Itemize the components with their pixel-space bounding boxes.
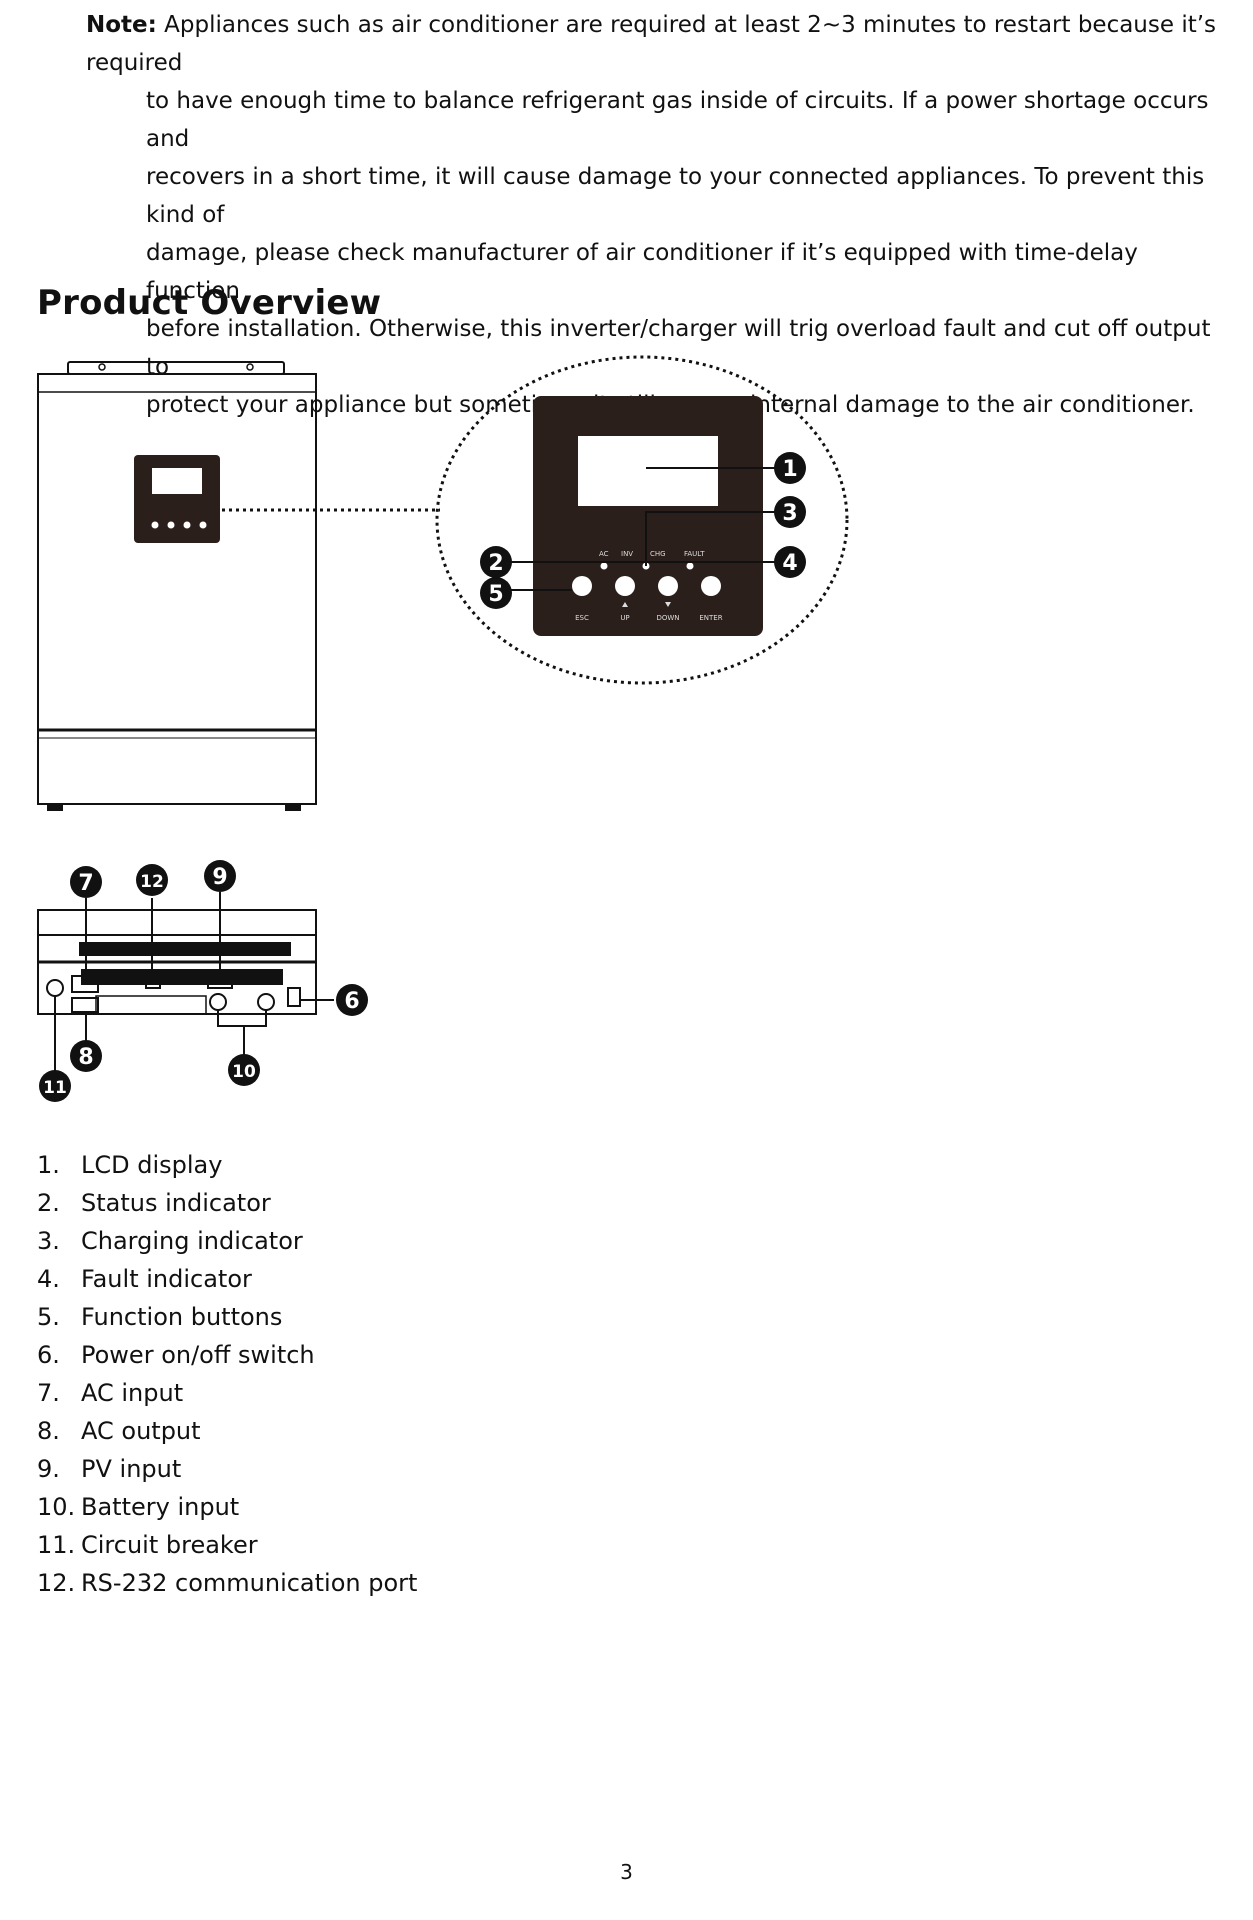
callout-1: 1 — [774, 452, 806, 484]
button-label-esc: ESC — [575, 614, 589, 622]
page-number: 3 — [620, 1860, 633, 1884]
note-line-4: damage, please check manufacturer of air… — [146, 240, 1138, 304]
enter-button — [701, 576, 721, 596]
up-triangle-icon — [622, 602, 628, 607]
callout-8: 8 — [70, 1040, 102, 1072]
button-label-up: UP — [620, 614, 629, 622]
callout-5: 5 — [480, 577, 512, 609]
fault-led — [686, 562, 694, 570]
svg-text:2: 2 — [488, 551, 503, 576]
inverter-front-view — [37, 361, 317, 811]
svg-text:5: 5 — [488, 582, 503, 607]
front-panel-small — [134, 455, 220, 543]
list-item: 7.AC input — [37, 1379, 184, 1407]
control-panel-zoom: AC INV CHG FAULT ESC UP DOWN ENTER — [533, 396, 763, 636]
svg-text:10: 10 — [232, 1062, 256, 1082]
indicator-label-ac: AC — [599, 550, 609, 558]
list-item: 6.Power on/off switch — [37, 1341, 315, 1369]
list-item: 10.Battery input — [37, 1493, 240, 1521]
callout-4: 4 — [774, 546, 806, 578]
button-label-enter: ENTER — [699, 614, 722, 622]
callout-6: 6 — [336, 984, 368, 1016]
svg-text:1: 1 — [782, 457, 797, 482]
section-heading: Product Overview — [37, 283, 382, 323]
note-line-2: to have enough time to balance refrigera… — [146, 88, 1209, 152]
list-item: 11.Circuit breaker — [37, 1531, 258, 1559]
callout-2: 2 — [480, 546, 512, 578]
callout-3: 3 — [774, 496, 806, 528]
esc-button — [572, 576, 592, 596]
callout-9: 9 — [204, 860, 236, 892]
callout-10: 10 — [228, 1054, 260, 1086]
down-triangle-icon — [665, 602, 671, 607]
button-label-down: DOWN — [656, 614, 679, 622]
indicator-label-chg: CHG — [650, 550, 666, 558]
note-label: Note: — [86, 12, 157, 38]
list-item: 5.Function buttons — [37, 1303, 283, 1331]
svg-text:9: 9 — [212, 865, 227, 890]
callout-7: 7 — [70, 866, 102, 898]
parts-list: 1.LCD display 2.Status indicator 3.Charg… — [37, 1146, 417, 1602]
list-item: 8.AC output — [37, 1417, 201, 1445]
callout-11: 11 — [39, 1070, 71, 1102]
svg-text:12: 12 — [140, 872, 164, 892]
svg-text:11: 11 — [43, 1078, 67, 1098]
note-line-1: Appliances such as air conditioner are r… — [86, 12, 1217, 76]
svg-text:6: 6 — [344, 989, 359, 1014]
svg-text:8: 8 — [78, 1045, 93, 1070]
up-button — [615, 576, 635, 596]
bottom-leader-lines — [54, 892, 334, 1072]
zoom-ellipse — [435, 355, 849, 685]
list-item: 12.RS-232 communication port — [37, 1569, 418, 1597]
list-item: 4.Fault indicator — [37, 1265, 252, 1293]
callout-12: 12 — [136, 864, 168, 896]
note-line-3: recovers in a short time, it will cause … — [146, 164, 1205, 228]
note-line-5: before installation. Otherwise, this inv… — [146, 316, 1211, 380]
list-item: 3.Charging indicator — [37, 1227, 303, 1255]
product-diagram: AC INV CHG FAULT ESC UP DOWN ENTER — [37, 355, 849, 1102]
indicator-label-fault: FAULT — [684, 550, 705, 558]
list-item: 2.Status indicator — [37, 1189, 271, 1217]
indicator-label-inv: INV — [621, 550, 633, 558]
svg-text:4: 4 — [782, 551, 797, 576]
inverter-bottom-view — [37, 909, 317, 1015]
list-item: 1.LCD display — [37, 1151, 223, 1179]
list-item: 9.PV input — [37, 1455, 182, 1483]
svg-text:7: 7 — [78, 871, 93, 896]
status-led — [600, 562, 608, 570]
down-button — [658, 576, 678, 596]
svg-text:3: 3 — [782, 501, 797, 526]
note-block: Note: Appliances such as air conditioner… — [86, 6, 1221, 424]
panel-leader-lines — [496, 467, 784, 591]
